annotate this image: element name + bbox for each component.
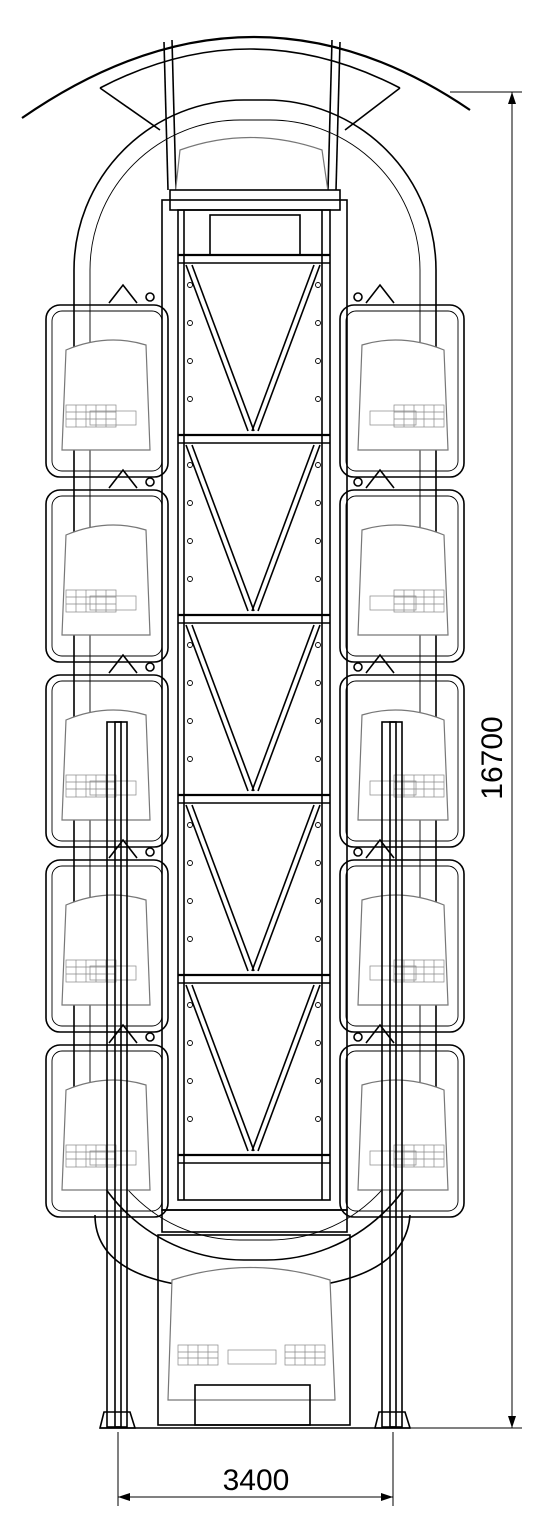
outer-chain-loop — [73, 99, 437, 1261]
width-dimension — [117, 1432, 394, 1506]
bottom-base-frame — [161, 1209, 348, 1233]
central-tower — [161, 199, 348, 1211]
tower-segment-5 — [178, 973, 330, 1152]
top-bay — [169, 136, 341, 256]
bottom-bay — [157, 1234, 351, 1426]
left-bays — [45, 283, 169, 1218]
height-dimension — [410, 91, 522, 1429]
inner-chain-loop — [89, 119, 421, 1241]
top-brace-right — [344, 87, 401, 131]
right-post — [373, 721, 412, 1429]
right-bay-1 — [339, 283, 465, 478]
top-mast-right — [327, 39, 333, 191]
tower-segment-6 — [178, 1153, 330, 1164]
left-post — [98, 721, 137, 1429]
top-brace-left — [99, 87, 161, 131]
tower-segment-4 — [178, 793, 330, 972]
tower-segment-1 — [178, 253, 330, 432]
top-dome-inner-arc — [99, 48, 401, 89]
tower-segment-3 — [178, 613, 330, 792]
top-mast-left-2 — [163, 41, 169, 191]
height-dimension-label: 16700 — [476, 716, 509, 799]
top-dome-arc — [21, 35, 471, 119]
right-bay-2 — [339, 468, 465, 663]
left-bay-2 — [45, 468, 169, 663]
left-bay-1 — [45, 283, 169, 478]
width-dimension-label: 3400 — [223, 1464, 290, 1497]
tower-segment-2 — [178, 433, 330, 612]
